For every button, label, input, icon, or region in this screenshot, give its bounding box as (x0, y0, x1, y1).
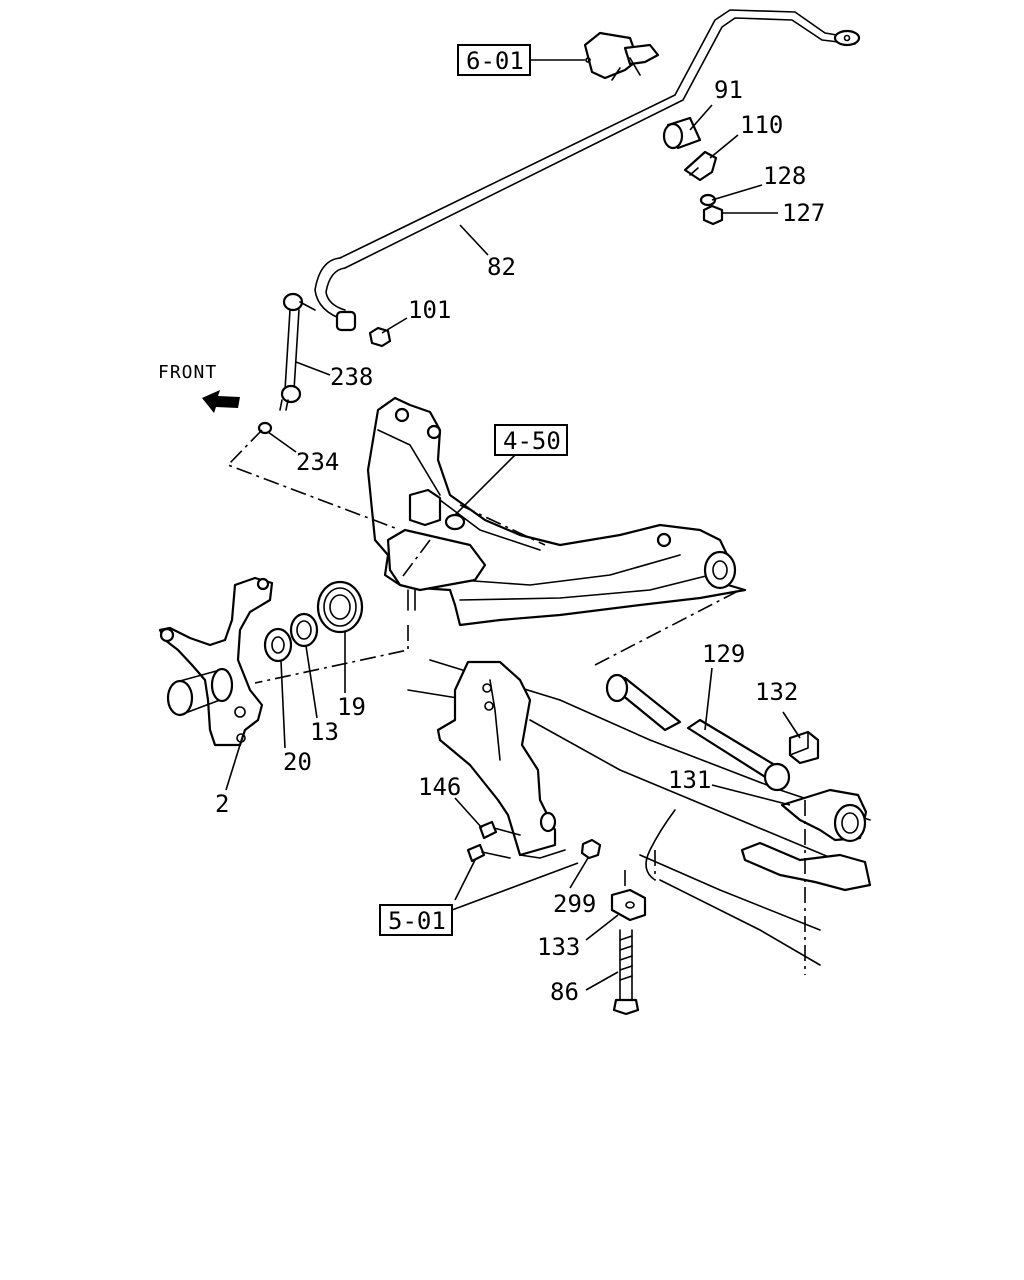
anchor-plate (740, 841, 872, 892)
part-label-238: 238 (330, 363, 373, 391)
anchor-arm-131 (780, 788, 868, 843)
nut-299 (580, 838, 602, 860)
part-label-20: 20 (283, 748, 312, 776)
part-label-133: 133 (537, 933, 580, 961)
bearing-20 (263, 627, 293, 663)
part-label-131: 131 (668, 766, 711, 794)
part-label-146: 146 (418, 773, 461, 801)
washer-128 (699, 193, 717, 207)
stabilizer-bracket (583, 31, 660, 81)
part-label-299: 299 (553, 890, 596, 918)
crossmember (366, 396, 747, 627)
front-direction-arrow (202, 390, 240, 413)
frame-bracket (436, 660, 566, 859)
ref-label-6-01: 6-01 (466, 47, 524, 75)
bolt-146 (478, 820, 521, 840)
stabilizer-link-238 (279, 292, 316, 411)
part-label-82: 82 (487, 253, 516, 281)
ref-box-6-01[interactable]: 6-01 (457, 44, 531, 76)
part-label-129: 129 (702, 640, 745, 668)
seal-13 (289, 612, 319, 648)
part-label-91: 91 (714, 76, 743, 104)
part-label-19: 19 (337, 693, 366, 721)
part-label-110: 110 (740, 111, 783, 139)
part-label-127: 127 (782, 199, 825, 227)
steering-knuckle (158, 576, 274, 747)
part-label-2: 2 (215, 790, 229, 818)
reference-lines (226, 429, 806, 975)
part-label-234: 234 (296, 448, 339, 476)
ref-label-5-01: 5-01 (388, 907, 446, 935)
clamp-110 (683, 150, 718, 182)
nut-127 (702, 204, 724, 226)
seat-133 (610, 888, 647, 922)
torsion-bar-129 (605, 673, 791, 792)
ref-box-5-01[interactable]: 5-01 (379, 904, 453, 936)
ref-label-4-50: 4-50 (503, 427, 561, 455)
nut-101 (368, 326, 392, 348)
bolt-5-01 (466, 843, 511, 863)
stabilizer-bar (314, 9, 861, 332)
front-label: FRONT (158, 362, 217, 383)
leader-lines (225, 59, 801, 991)
block-132 (788, 730, 820, 765)
part-labels: 91 110 128 127 82 101 238 234 129 132 13… (215, 76, 825, 1006)
bushing-91 (662, 116, 702, 150)
boot-19 (316, 580, 364, 634)
bolt-86 (612, 929, 640, 1016)
part-label-13: 13 (310, 718, 339, 746)
part-label-128: 128 (763, 162, 806, 190)
ref-box-4-50[interactable]: 4-50 (494, 424, 568, 456)
part-label-101: 101 (408, 296, 451, 324)
part-label-86: 86 (550, 978, 579, 1006)
part-label-132: 132 (755, 678, 798, 706)
